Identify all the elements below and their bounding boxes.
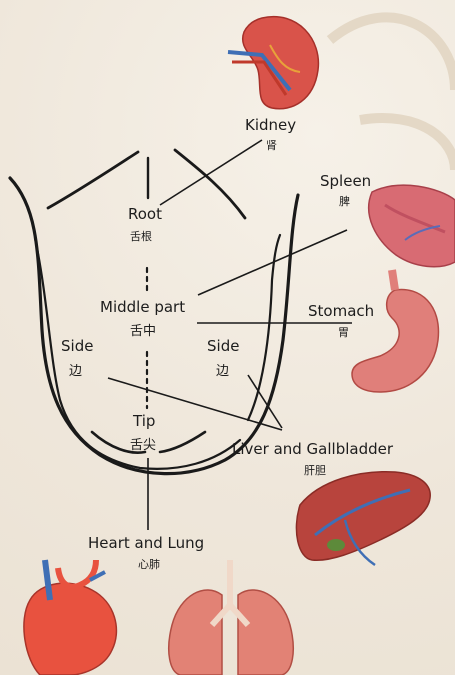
spleen-label: Spleen	[320, 172, 371, 190]
stomach-label: Stomach	[308, 302, 374, 320]
heart-lung-label-cn: 心肺	[138, 556, 160, 572]
tip-label: Tip	[133, 412, 155, 430]
heart-lung-label: Heart and Lung	[88, 534, 204, 552]
spleen-label-cn: 脾	[339, 193, 350, 209]
kidney-icon	[228, 17, 318, 109]
liver-gallbladder-label-cn: 肝胆	[304, 462, 326, 478]
side-left-label: Side	[61, 337, 93, 355]
root-label-cn: 舌根	[130, 228, 152, 244]
root-label: Root	[128, 205, 162, 223]
background-swirl	[330, 17, 455, 170]
side-left-label-cn: 边	[69, 360, 82, 379]
tip-label-cn: 舌尖	[130, 434, 156, 453]
kidney-label-cn: 肾	[266, 137, 277, 153]
lungs-icon	[169, 560, 294, 675]
kidney-label: Kidney	[245, 116, 296, 134]
side-right-label-cn: 边	[216, 360, 229, 379]
heart-icon	[24, 560, 117, 675]
middle-part-label-cn: 舌中	[130, 320, 156, 339]
spleen-icon	[369, 185, 455, 267]
liver-gallbladder-label: Liver and Gallbladder	[232, 440, 393, 458]
stomach-icon	[352, 270, 438, 392]
middle-part-label: Middle part	[100, 298, 185, 316]
liver-icon	[296, 472, 430, 565]
stomach-label-cn: 胃	[338, 324, 349, 340]
side-right-label: Side	[207, 337, 239, 355]
